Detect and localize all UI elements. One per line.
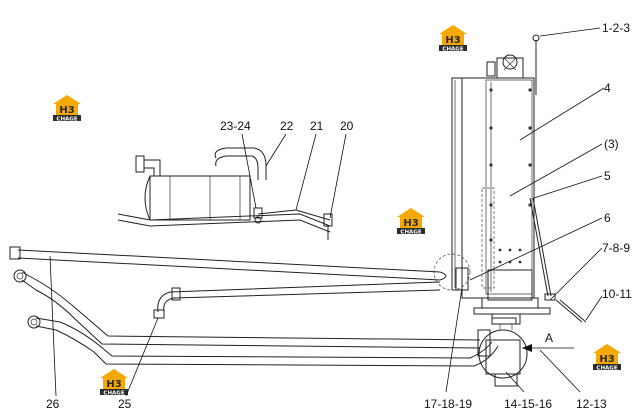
pump-housing — [477, 317, 528, 387]
svg-text:H3: H3 — [599, 354, 614, 365]
callout-22: 22 — [280, 119, 294, 133]
svg-text:H3: H3 — [445, 35, 460, 46]
brand-logo-top-right: H3 CHAGE — [437, 24, 469, 52]
svg-text:CHAGE: CHAGE — [56, 116, 77, 122]
svg-text:CHAGE: CHAGE — [596, 365, 617, 371]
callout-17-18-19: 17-18-19 — [424, 397, 472, 411]
leader-lines — [49, 27, 605, 397]
callout-6: 6 — [604, 211, 611, 225]
svg-text:CHAGE: CHAGE — [103, 390, 124, 396]
callout-23-24: 23-24 — [220, 119, 251, 133]
callout-14-15-16: 14-15-16 — [504, 397, 552, 411]
callout-25: 25 — [118, 397, 132, 411]
callout-21: 21 — [310, 119, 324, 133]
svg-text:A: A — [545, 331, 553, 345]
callout-4: 4 — [604, 81, 611, 95]
svg-text:CHAGE: CHAGE — [400, 229, 421, 235]
hose-26 — [9, 246, 447, 281]
brand-logo-bottom-left: H3 CHAGE — [100, 369, 128, 396]
svg-text:H3: H3 — [106, 379, 121, 390]
brand-logo-top-left: H3 CHAGE — [53, 95, 81, 122]
brand-logo-bottom-right: H3 CHAGE — [593, 344, 621, 371]
callout-5: 5 — [604, 169, 611, 183]
callout-3-ref: (3) — [604, 137, 619, 151]
bolt-holes — [489, 88, 532, 264]
callout-20: 20 — [340, 119, 354, 133]
callout-26: 26 — [46, 397, 60, 411]
view-arrow-a: A — [522, 331, 574, 352]
callout-labels: 1-2-3 4 (3) 5 6 7-8-9 10-11 12-13 14-15-… — [46, 21, 632, 411]
pipe-long-lower — [13, 269, 481, 349]
svg-text:H3: H3 — [59, 105, 74, 116]
callout-12-13: 12-13 — [576, 397, 607, 411]
svg-text:CHAGE: CHAGE — [442, 46, 463, 52]
callout-1-2-3: 1-2-3 — [602, 21, 630, 35]
callout-10-11: 10-11 — [602, 287, 632, 301]
svg-text:H3: H3 — [403, 218, 418, 229]
callout-7-8-9: 7-8-9 — [602, 241, 630, 255]
hose-25 — [153, 281, 441, 319]
pipe-bottom — [27, 315, 499, 367]
brand-logo-center: H3 CHAGE — [397, 208, 425, 235]
radiator-assembly — [433, 34, 587, 325]
